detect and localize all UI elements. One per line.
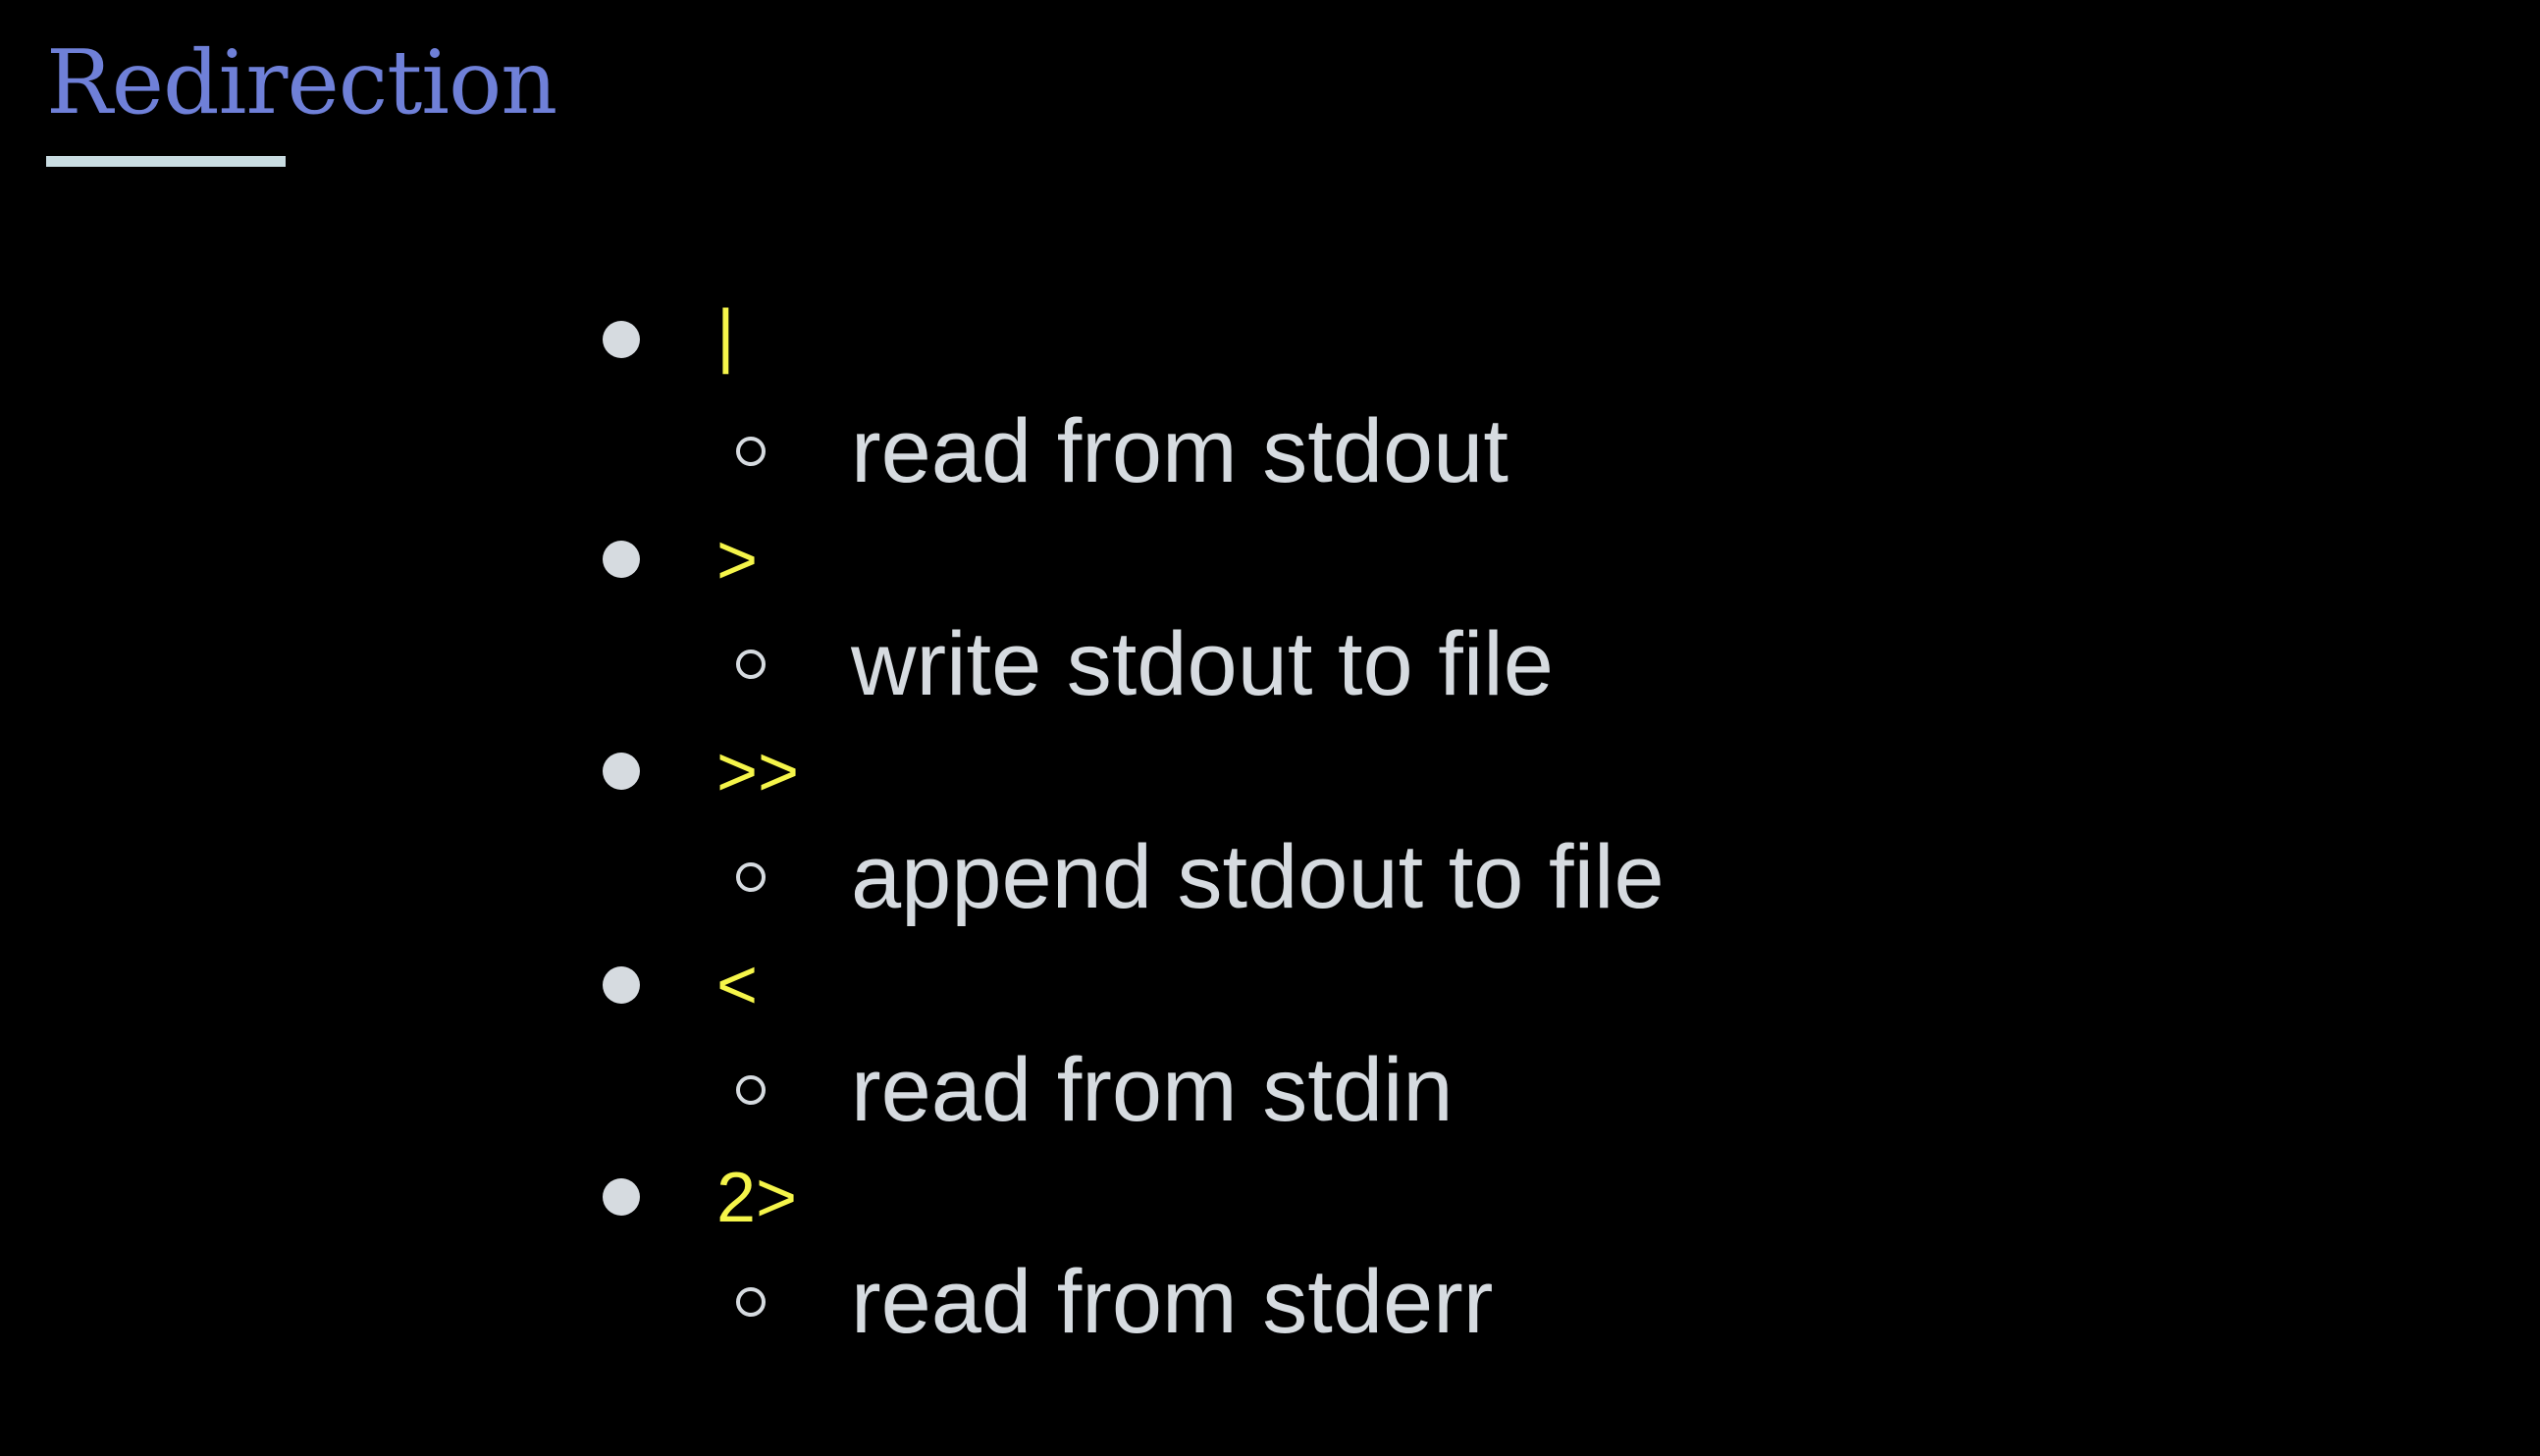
hollow-bullet-icon [736,862,766,892]
description-label: read from stdout [851,401,1508,501]
hollow-bullet-icon [736,437,766,466]
filled-bullet-icon [603,541,640,578]
description-label: append stdout to file [851,827,1665,927]
filled-bullet-icon [603,1178,640,1216]
hollow-bullet-icon [736,1287,766,1317]
filled-bullet-icon [603,321,640,358]
operator-label: | [716,296,735,375]
description-label: read from stderr [851,1252,1494,1352]
filled-bullet-icon [603,753,640,790]
operator-label: >> [716,733,800,811]
slide-title: Redirection [46,31,557,134]
hollow-bullet-icon [736,1075,766,1105]
operator-label: 2> [716,1159,798,1237]
title-underline [46,156,286,167]
filled-bullet-icon [603,966,640,1004]
operator-label: > [716,521,759,599]
operator-label: < [716,946,759,1024]
hollow-bullet-icon [736,650,766,679]
description-label: write stdout to file [851,614,1554,714]
description-label: read from stdin [851,1040,1454,1140]
